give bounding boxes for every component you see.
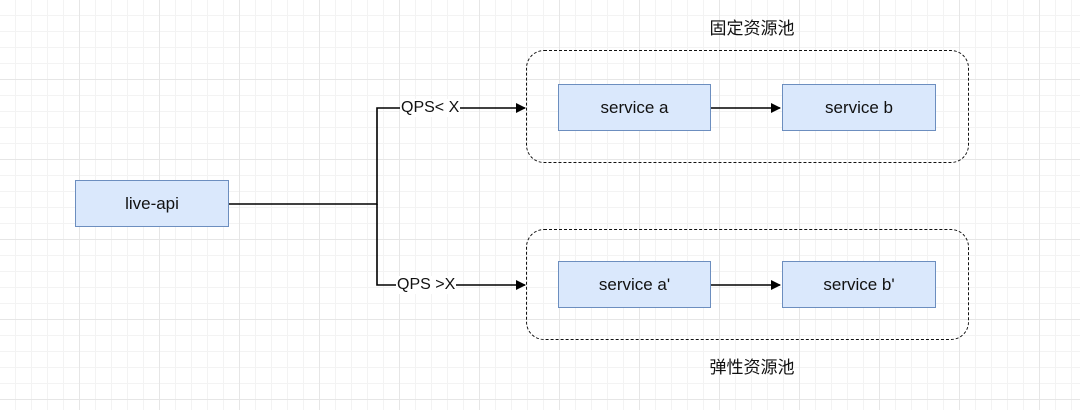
elastic-pool-title: 弹性资源池 xyxy=(709,358,795,378)
elastic-resource-pool[interactable] xyxy=(526,229,969,340)
service-a-prime-node[interactable]: service a' xyxy=(558,261,711,308)
edge-label-qps-high: QPS >X xyxy=(396,276,457,294)
service-b-prime-node[interactable]: service b' xyxy=(782,261,936,308)
connector-live-api-to-fixed-pool xyxy=(229,103,526,205)
fixed-pool-title: 固定资源池 xyxy=(709,19,795,39)
fixed-resource-pool[interactable] xyxy=(526,50,969,163)
connector-live-api-to-elastic-pool xyxy=(376,204,526,290)
service-a-node[interactable]: service a xyxy=(558,84,711,131)
service-b-node[interactable]: service b xyxy=(782,84,936,131)
live-api-node[interactable]: live-api xyxy=(75,180,229,227)
edge-label-qps-low: QPS< X xyxy=(400,99,461,117)
